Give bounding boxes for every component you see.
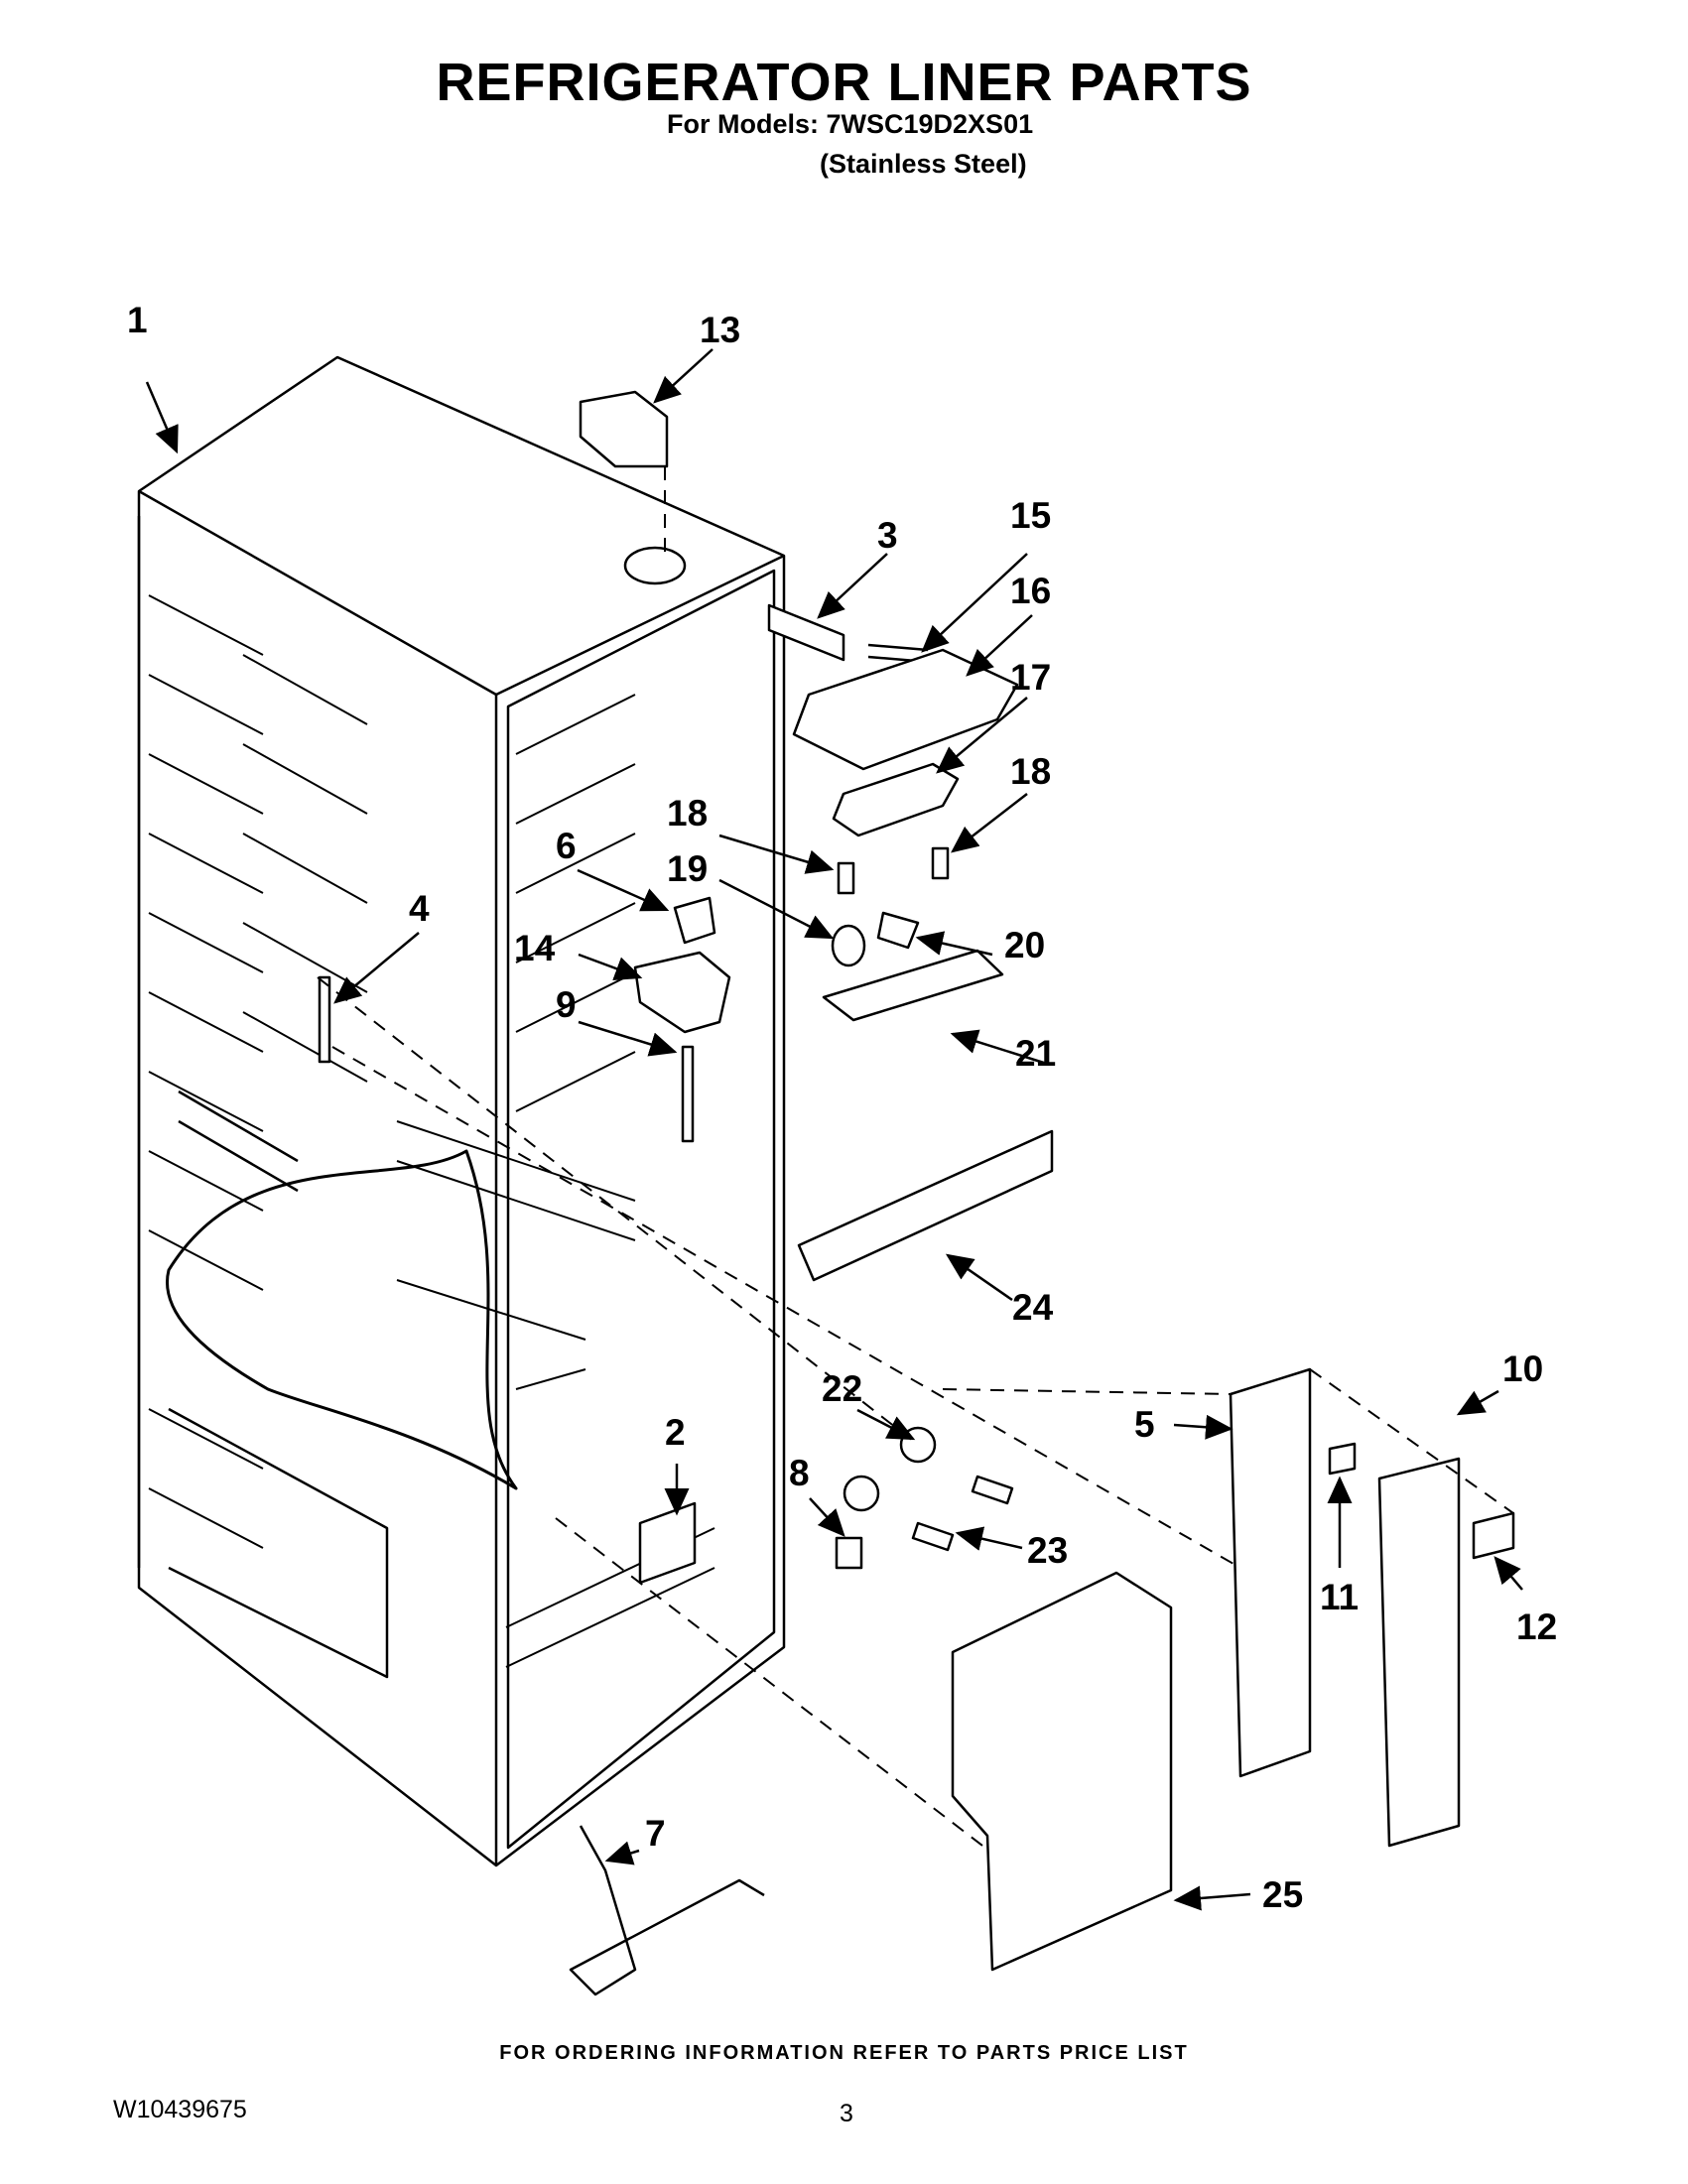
callout-19: 19 — [667, 848, 708, 889]
part-5-panel — [1229, 1367, 1312, 1778]
part-18-screw-a — [837, 861, 855, 895]
part-10-panel — [1377, 1457, 1461, 1848]
part-23-screw-a — [971, 1475, 1014, 1505]
page-title: REFRIGERATOR LINER PARTS — [436, 53, 1252, 112]
callout-4: 4 — [409, 888, 430, 929]
part-22-grommet-b — [843, 1475, 880, 1512]
part-25-duct-cover — [951, 1571, 1173, 1972]
callout-6: 6 — [556, 826, 577, 866]
callout-7: 7 — [645, 1813, 666, 1854]
document-number: W10439675 — [113, 2096, 247, 2123]
part-3-tube — [767, 603, 845, 662]
callout-14: 14 — [514, 928, 556, 968]
part-24-channel — [797, 1129, 1054, 1282]
callout-13: 13 — [700, 310, 740, 350]
part-13-hinge — [579, 390, 669, 468]
callout-18-left: 18 — [667, 793, 708, 834]
callout-22: 22 — [822, 1368, 862, 1409]
part-7-heater — [569, 1825, 765, 1996]
callout-3: 3 — [877, 515, 898, 556]
ordering-note: FOR ORDERING INFORMATION REFER TO PARTS … — [499, 2042, 1189, 2064]
callout-5: 5 — [1134, 1404, 1155, 1445]
callout-21: 21 — [1015, 1033, 1056, 1074]
callout-8: 8 — [789, 1453, 810, 1493]
part-18-screw-b — [931, 846, 950, 880]
part-23-screw-b — [911, 1521, 955, 1552]
page-number: 3 — [840, 2100, 853, 2127]
callout-18-right: 18 — [1010, 751, 1051, 792]
part-11-switch — [1328, 1442, 1357, 1476]
part-17-cover — [832, 762, 960, 837]
callout-23: 23 — [1027, 1530, 1068, 1571]
model-number: For Models: 7WSC19D2XS01 — [667, 109, 1034, 139]
callout-20: 20 — [1004, 925, 1045, 965]
callout-1: 1 — [127, 300, 148, 340]
callout-16: 16 — [1010, 571, 1051, 611]
part-12-label — [1472, 1511, 1515, 1560]
callout-24: 24 — [1012, 1287, 1054, 1328]
part-20-socket — [876, 911, 920, 950]
part-8-plug — [835, 1536, 863, 1570]
liner-cabinet — [137, 355, 786, 1867]
model-finish: (Stainless Steel) — [820, 149, 1027, 179]
callout-12: 12 — [1516, 1606, 1557, 1647]
callout-17: 17 — [1010, 657, 1051, 698]
callout-11: 11 — [1320, 1577, 1359, 1617]
part-4-sensor — [318, 975, 331, 1064]
part-16-housing — [792, 648, 1019, 771]
part-22-grommet-a — [899, 1426, 937, 1464]
part-9-sensor — [681, 1045, 695, 1143]
callout-9: 9 — [556, 984, 577, 1025]
callout-10: 10 — [1502, 1349, 1543, 1389]
part-19-bulb — [831, 924, 866, 967]
callout-25: 25 — [1262, 1874, 1303, 1915]
callout-15: 15 — [1010, 495, 1051, 536]
callout-2: 2 — [665, 1412, 686, 1453]
part-6-clip — [673, 896, 716, 945]
part-14-housing — [633, 951, 731, 1034]
part-21-tray — [822, 949, 1004, 1022]
